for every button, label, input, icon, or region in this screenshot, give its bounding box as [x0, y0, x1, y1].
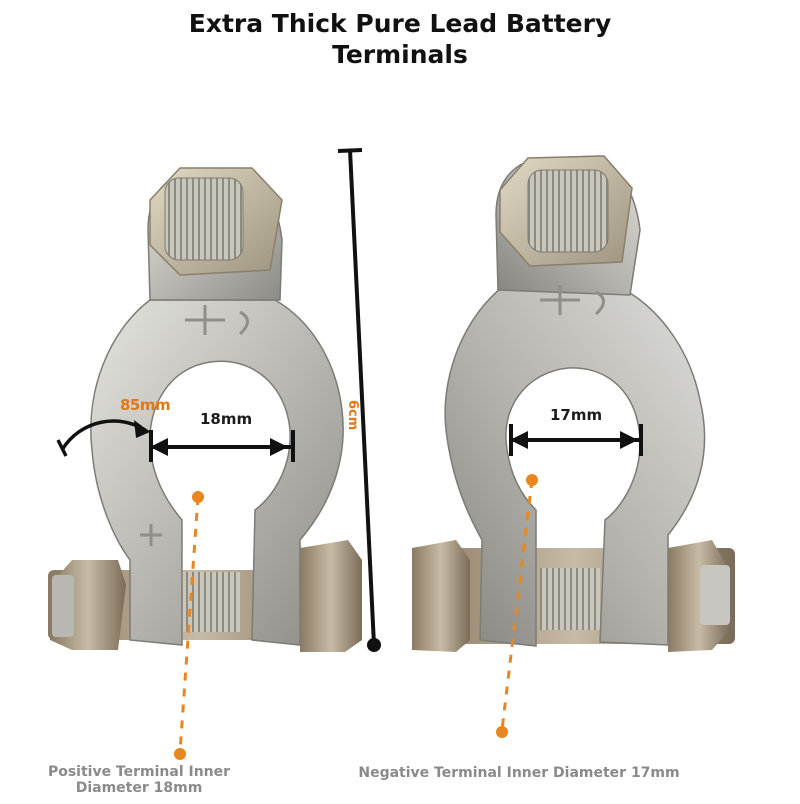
page-title: Extra Thick Pure Lead Battery Terminals: [0, 8, 800, 70]
positive-caption: Positive Terminal Inner Diameter 18mm: [47, 764, 231, 796]
negative-top-bolt: [527, 169, 609, 253]
negative-caption: Negative Terminal Inner Diameter 17mm: [358, 765, 680, 781]
positive-bolt-end: [52, 575, 74, 637]
negative-diameter-arrow: [509, 424, 643, 456]
title-line-1: Extra Thick Pure Lead Battery: [188, 9, 612, 38]
title-line-2: Terminals: [332, 40, 468, 69]
negative-leader-line: [496, 474, 538, 738]
negative-diameter-label: 17mm: [550, 406, 603, 424]
angle-dimension-label: 85mm: [120, 396, 171, 414]
negative-stamp-mark: [540, 285, 605, 316]
height-measurement: [337, 148, 381, 652]
positive-clamp-body: [90, 299, 344, 646]
width-arc-arrow: [56, 419, 150, 457]
positive-stamp-mark: [185, 305, 249, 336]
negative-left-nut: [412, 540, 470, 652]
negative-clamp-thread: [540, 568, 600, 630]
negative-terminal: [412, 155, 735, 652]
positive-clamp-thread: [180, 572, 240, 632]
negative-bolt-end: [700, 565, 730, 625]
plus-sign-icon: [140, 524, 162, 546]
positive-diameter-arrow: [149, 430, 295, 462]
positive-diameter-label: 18mm: [200, 410, 253, 428]
positive-terminal: [48, 167, 362, 652]
height-dimension-label: 6cm: [345, 400, 360, 431]
positive-right-nut: [300, 540, 362, 652]
positive-top-bolt: [164, 177, 244, 261]
negative-clamp-body: [444, 284, 706, 647]
positive-leader-line: [174, 491, 204, 760]
